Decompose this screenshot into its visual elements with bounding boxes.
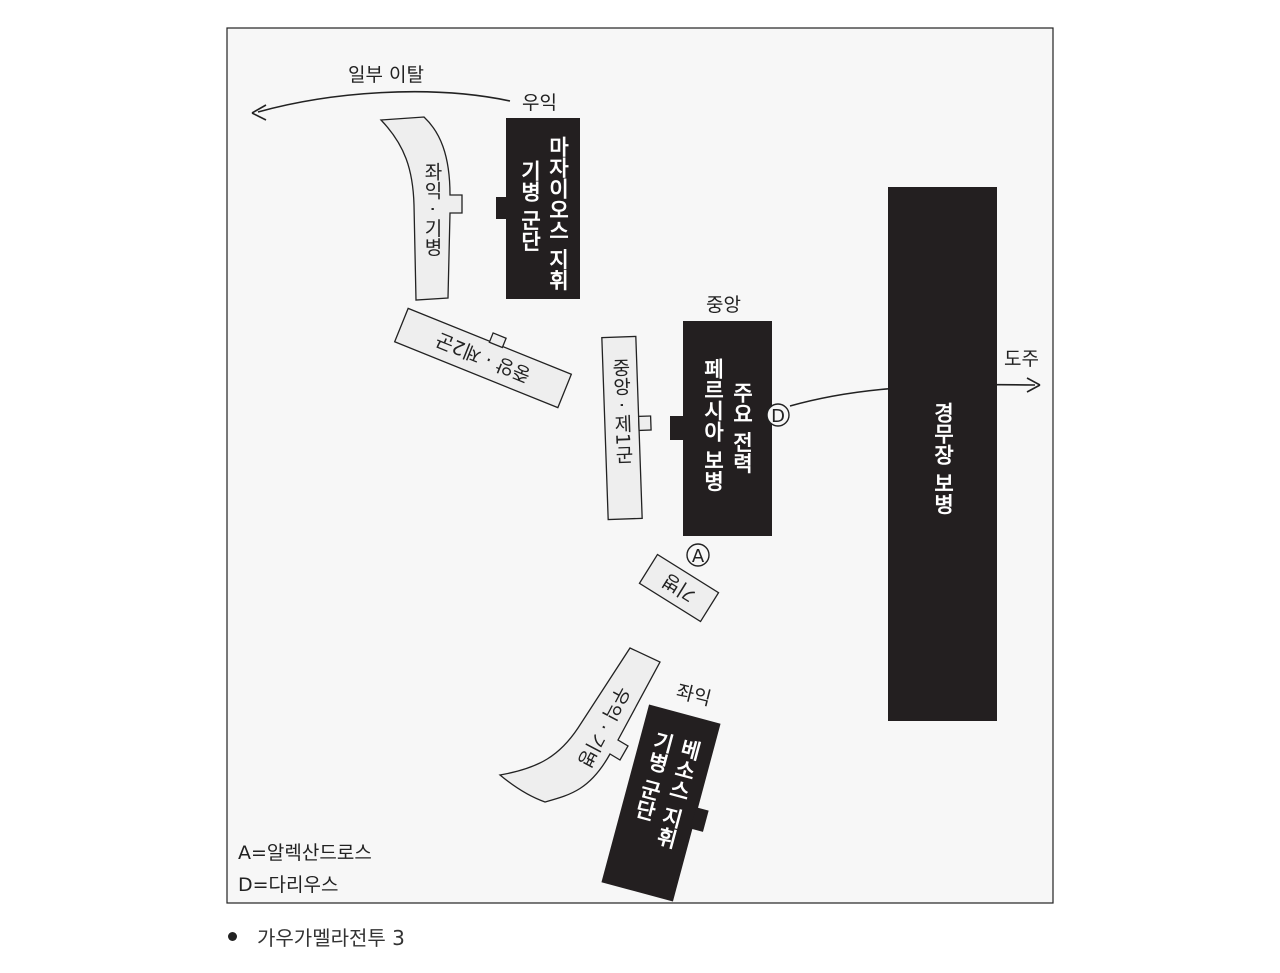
unit-persian-main-infantry: 주요 전력 페르시아 보병: [670, 321, 772, 536]
label-flight: 도주: [1004, 348, 1039, 370]
unit-mazaios-cavalry: 마자이오스 지휘 기병 군단: [496, 118, 580, 299]
unit-left-wing-cavalry: 좌익 · 기병: [379, 116, 463, 301]
label-partial-breakaway: 일부 이탈: [348, 64, 424, 86]
marker-alexander: A: [686, 543, 710, 567]
figure-caption: 가우가멜라전투 3: [226, 922, 405, 951]
caption-text: 가우가멜라전투 3: [257, 926, 405, 950]
label-right-wing: 우익: [522, 92, 557, 114]
left-wing-cavalry-label: 좌익 · 기병: [421, 162, 443, 256]
bullet-icon: [228, 932, 237, 941]
unit-light-infantry: 경무장 보병: [888, 187, 997, 721]
label-center: 중앙: [706, 294, 741, 316]
legend-darius: D=다리우스: [238, 874, 338, 896]
mazaios-line-1: 마자이오스 지휘: [546, 136, 570, 291]
unit-bessos-cavalry: 베소스 지휘 기병 군단: [601, 704, 721, 902]
mazaios-line-2: 기병 군단: [518, 160, 542, 252]
breakaway-arrow: [251, 90, 511, 121]
unit-center-first-line: 중앙 · 제1군: [601, 335, 652, 521]
persian-main-line-1: 주요 전력: [730, 382, 754, 474]
alexander-letter: A: [692, 546, 705, 567]
center-first-line-label: 중앙 · 제1군: [609, 358, 635, 465]
light-infantry-label: 경무장 보병: [931, 402, 955, 515]
legend-alexander: A=알렉산드로스: [238, 842, 372, 864]
persian-main-line-2: 페르시아 보병: [701, 358, 725, 492]
marker-darius: D: [766, 403, 790, 427]
darius-letter: D: [771, 406, 785, 427]
